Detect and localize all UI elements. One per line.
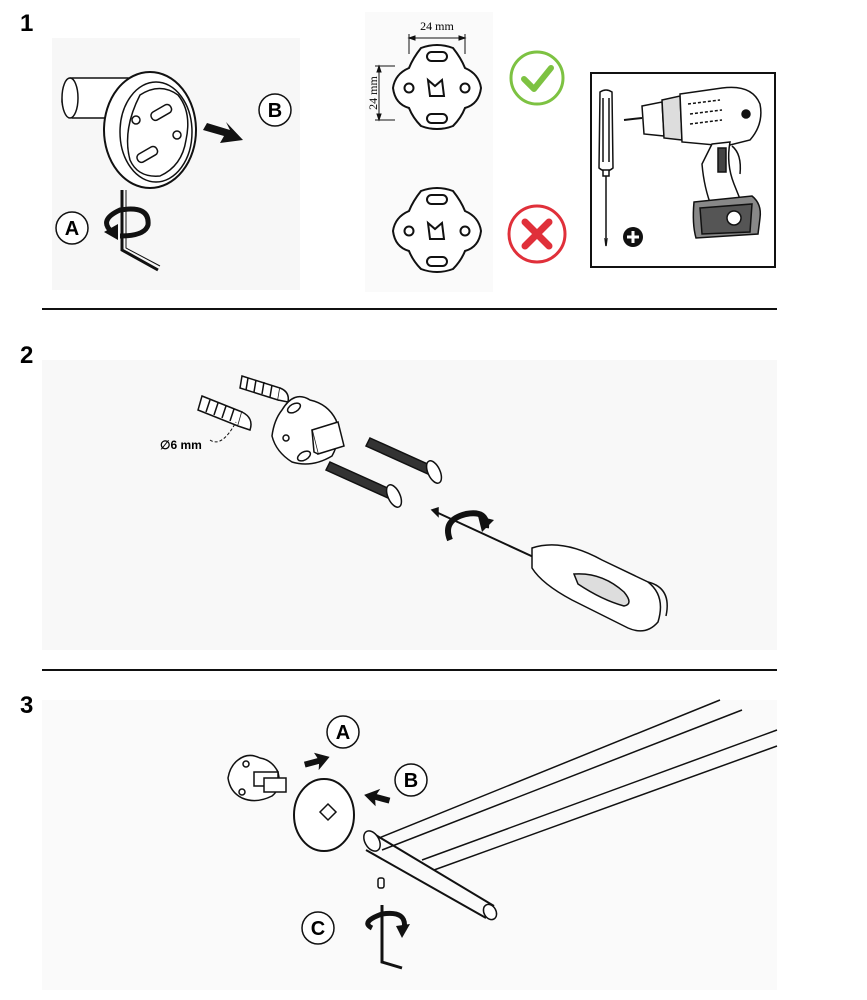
checkmark-icon xyxy=(509,50,565,106)
plate-wrong-orientation xyxy=(391,187,483,273)
plus-icon xyxy=(623,227,643,247)
step1-holder-illustration xyxy=(61,71,243,272)
label-a: A xyxy=(65,218,79,240)
screw-upper xyxy=(364,437,443,484)
divider-1 xyxy=(42,308,777,310)
label-a: A xyxy=(336,722,350,744)
tools-box xyxy=(590,72,776,268)
step2-illustration: ∅6 mm xyxy=(160,375,668,632)
step3-label-c: C xyxy=(301,911,335,945)
step-number-1: 1 xyxy=(20,10,34,37)
step1-label-a: A xyxy=(55,211,89,245)
drill-icon xyxy=(623,86,762,239)
step3-illustration xyxy=(227,699,778,970)
screwdriver-icon xyxy=(598,89,614,247)
divider-2 xyxy=(42,669,777,671)
label-b: B xyxy=(404,770,418,792)
dowel-diameter-label: ∅6 mm xyxy=(160,438,202,452)
step3-label-a: A xyxy=(326,715,360,749)
screwdriver xyxy=(430,506,668,632)
label-b: B xyxy=(268,100,282,122)
cross-icon xyxy=(507,204,567,264)
label-c: C xyxy=(311,918,325,940)
wall-dowel-upper xyxy=(239,375,290,403)
step-number-3: 3 xyxy=(20,692,34,719)
dimension-width: 24 mm xyxy=(420,19,454,33)
towel-bar xyxy=(363,699,778,921)
rosette-cover xyxy=(293,778,355,852)
wall-plate-mounted xyxy=(227,754,287,802)
plate-correct-orientation: 24 mm 24 mm xyxy=(366,19,483,130)
step3-panel xyxy=(42,700,777,990)
step3-label-b: B xyxy=(394,763,428,797)
wall-dowel-lower xyxy=(197,394,252,431)
mounting-plate xyxy=(271,395,345,465)
step1-label-b: B xyxy=(258,93,292,127)
dimension-height: 24 mm xyxy=(366,76,380,110)
screw-lower xyxy=(324,461,403,508)
step-number-2: 2 xyxy=(20,342,34,369)
